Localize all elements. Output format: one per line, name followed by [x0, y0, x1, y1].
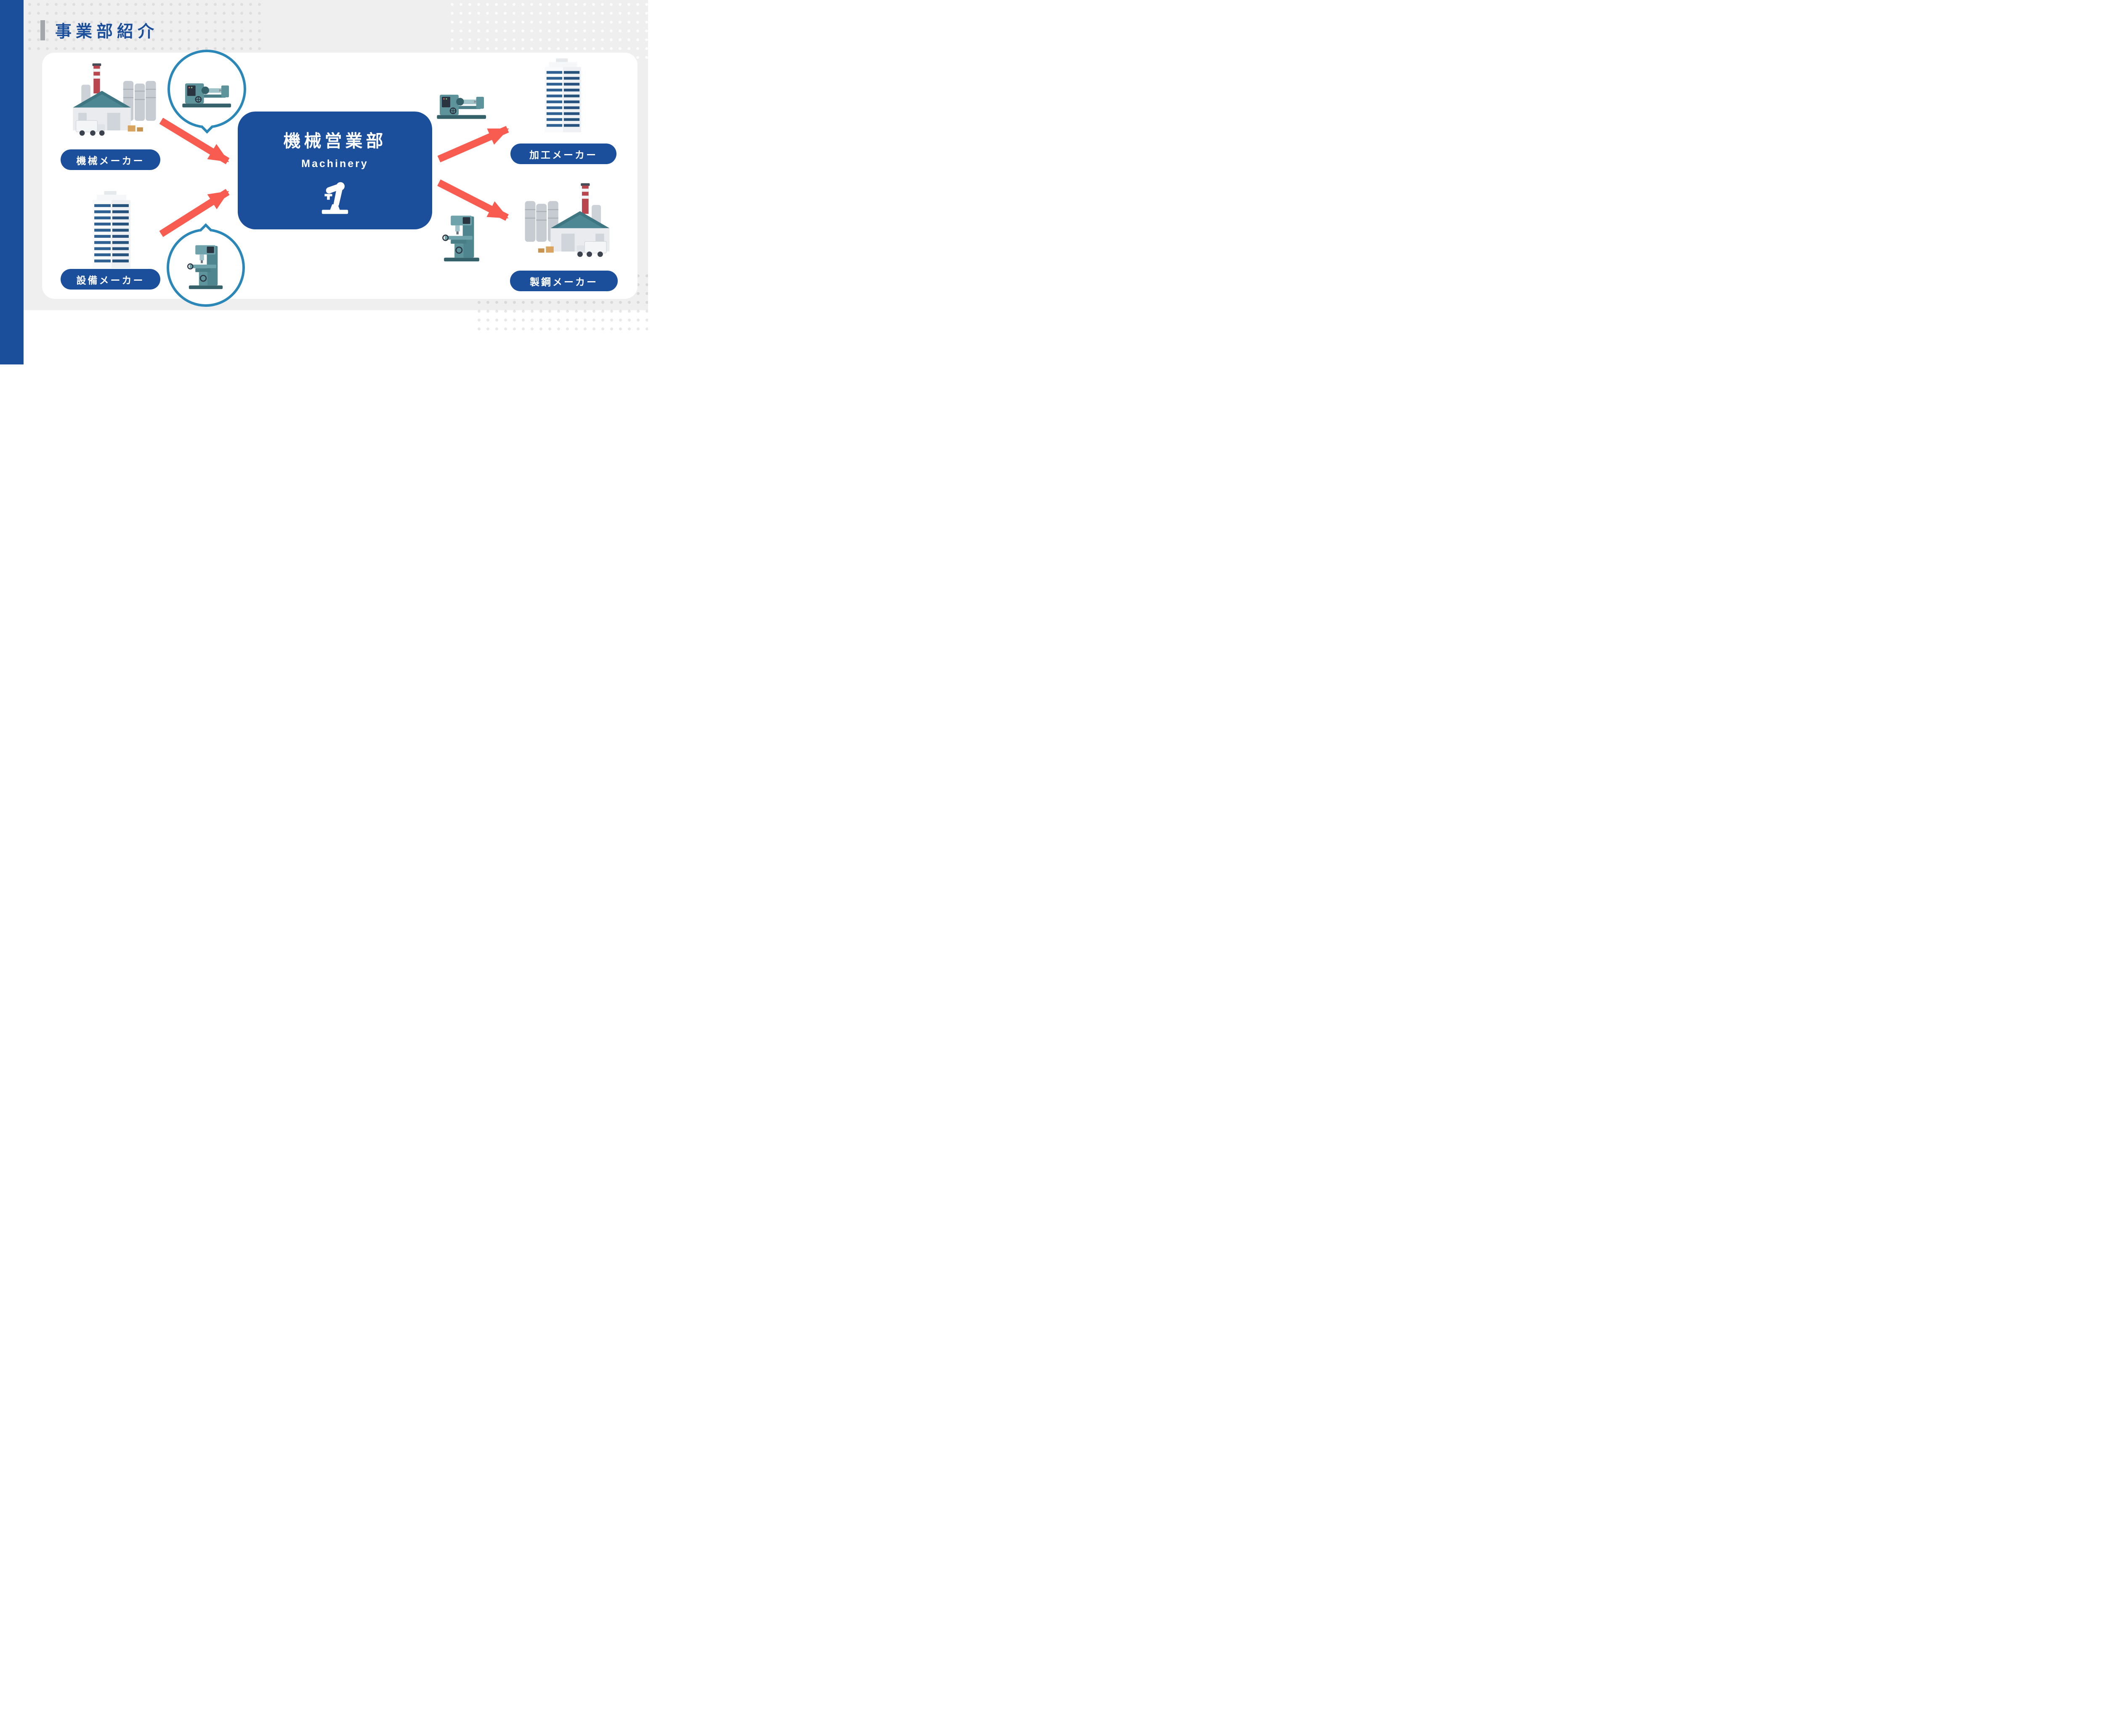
equipment-maker-text: 設備メーカー — [76, 274, 145, 286]
steel-factory-illustration — [523, 178, 612, 266]
factory-illustration — [71, 58, 158, 145]
arrow-equipment-maker-to-center — [159, 189, 230, 237]
title-accent-bar — [40, 20, 45, 40]
lathe-machine-icon — [181, 74, 233, 109]
machinery-division-box: 機械営業部 Machinery — [238, 112, 432, 229]
slide-header: 事業部紹介 — [40, 19, 158, 42]
label-steel-maker: 製鋼メーカー — [510, 271, 618, 291]
dot-pattern-top-right — [448, 0, 648, 62]
lathe-machine-icon-right — [436, 85, 488, 121]
label-equipment-maker: 設備メーカー — [61, 269, 160, 290]
label-processing-maker: 加工メーカー — [510, 144, 616, 164]
division-subtitle: Machinery — [301, 157, 369, 170]
robot-arm-icon — [313, 176, 357, 215]
bubble-tail-up — [199, 223, 213, 237]
label-machine-maker: 機械メーカー — [61, 149, 160, 170]
dot-pattern-top-left — [25, 0, 261, 52]
machine-maker-text: 機械メーカー — [76, 155, 145, 166]
diagram-panel: 機械メーカー 設備メーカー 機械営業部 Machinery — [42, 50, 638, 307]
division-title: 機械営業部 — [283, 131, 387, 151]
milling-machine-icon — [186, 243, 226, 290]
arrow-machine-maker-to-center — [159, 117, 230, 165]
processing-maker-text: 加工メーカー — [529, 149, 598, 160]
office-tower-illustration — [539, 58, 587, 134]
slide-canvas: 事業部紹介 機械メーカー 設備メーカー — [0, 0, 648, 364]
bubble-tail-down — [200, 120, 214, 134]
arrow-center-to-steel-maker — [437, 179, 509, 221]
milling-bubble — [167, 223, 245, 307]
left-accent-bar — [0, 0, 24, 364]
lathe-bubble — [167, 50, 246, 134]
steel-maker-text: 製鋼メーカー — [530, 276, 598, 287]
arrow-center-to-processing-maker — [437, 126, 509, 162]
office-building-illustration — [83, 190, 140, 270]
milling-machine-icon-right — [441, 213, 482, 262]
page-title: 事業部紹介 — [55, 23, 159, 41]
